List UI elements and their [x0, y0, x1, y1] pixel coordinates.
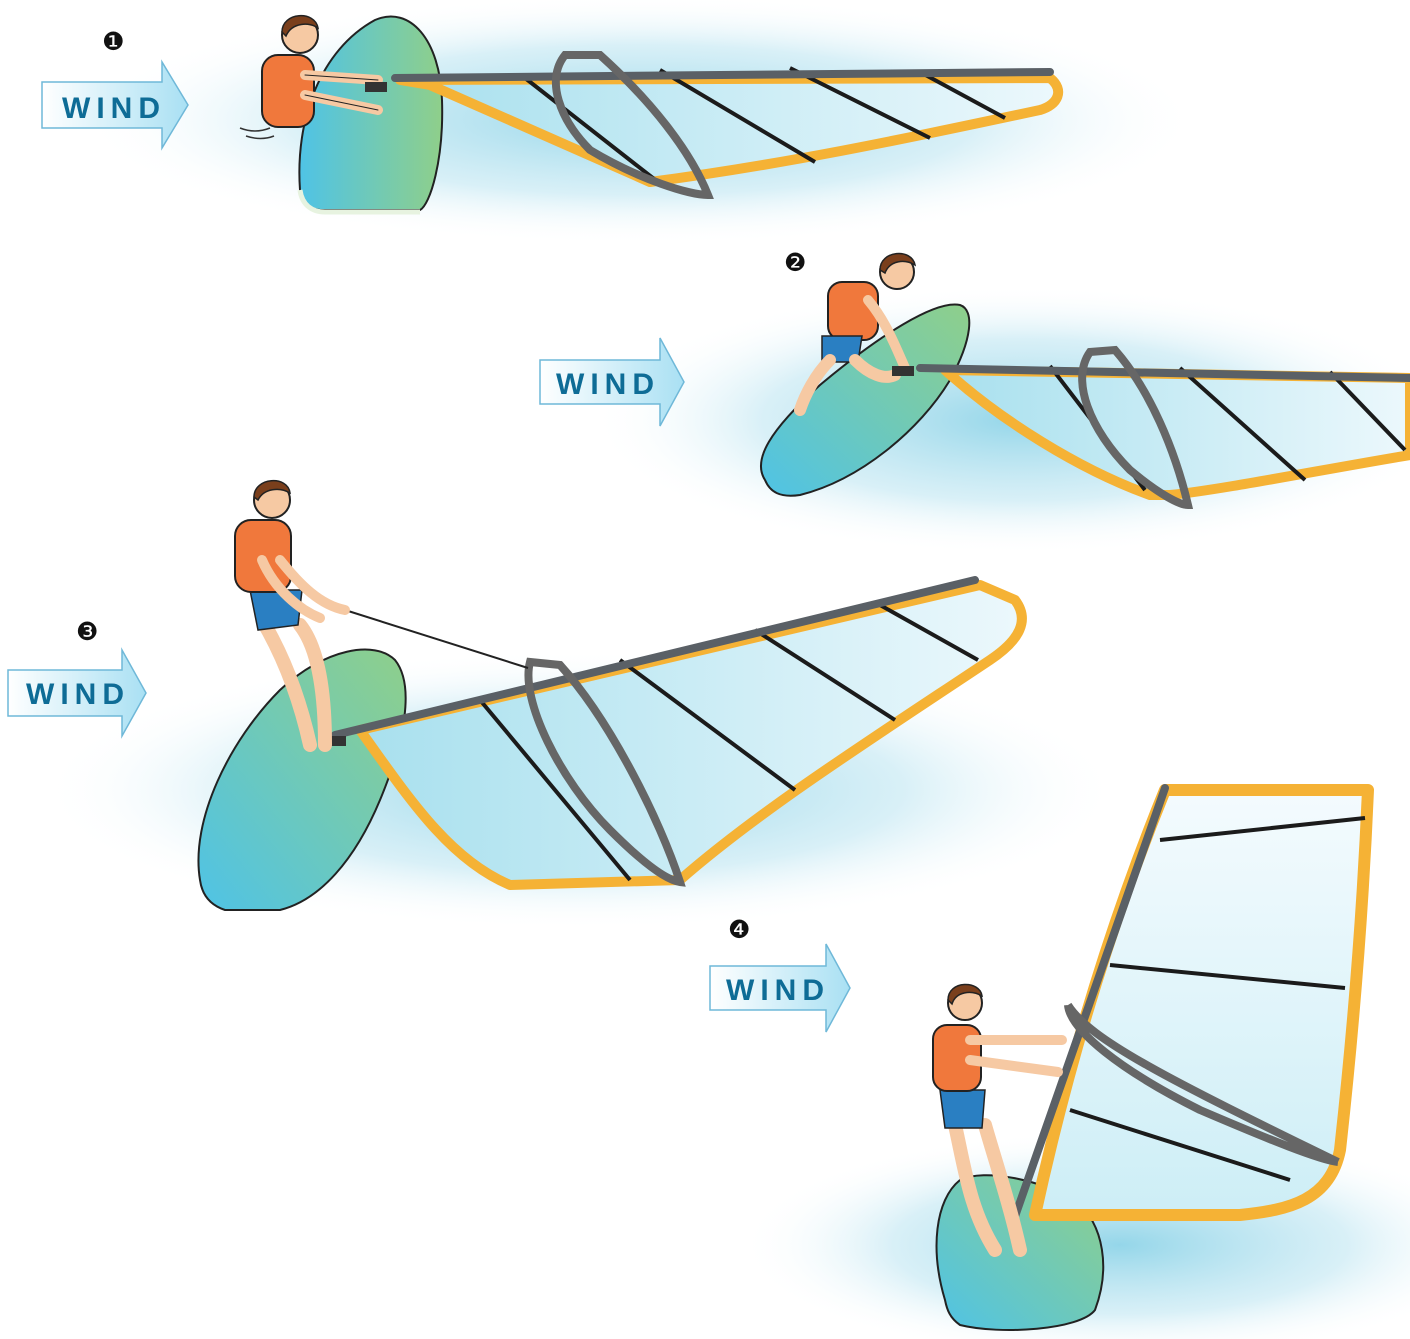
wind-label: WIND	[726, 974, 830, 1007]
step-number: ❷	[784, 248, 806, 277]
sail-rig	[1012, 788, 1368, 1225]
step-number: ❹	[728, 915, 750, 944]
swim-trunks	[940, 1090, 985, 1128]
step-number: ❶	[102, 27, 124, 56]
wind-arrow-icon: WIND	[710, 944, 850, 1032]
step-2: ❷ WIND	[540, 248, 1410, 555]
step-number: ❸	[76, 617, 98, 646]
wind-label: WIND	[26, 678, 130, 711]
arm	[970, 1040, 1062, 1072]
wind-label: WIND	[62, 92, 166, 125]
mast-base	[365, 82, 387, 92]
step-1: ❶ WIND	[42, 0, 1200, 245]
wind-label: WIND	[556, 368, 660, 401]
mast-base	[892, 366, 914, 376]
wind-arrow-icon: WIND	[8, 650, 146, 736]
